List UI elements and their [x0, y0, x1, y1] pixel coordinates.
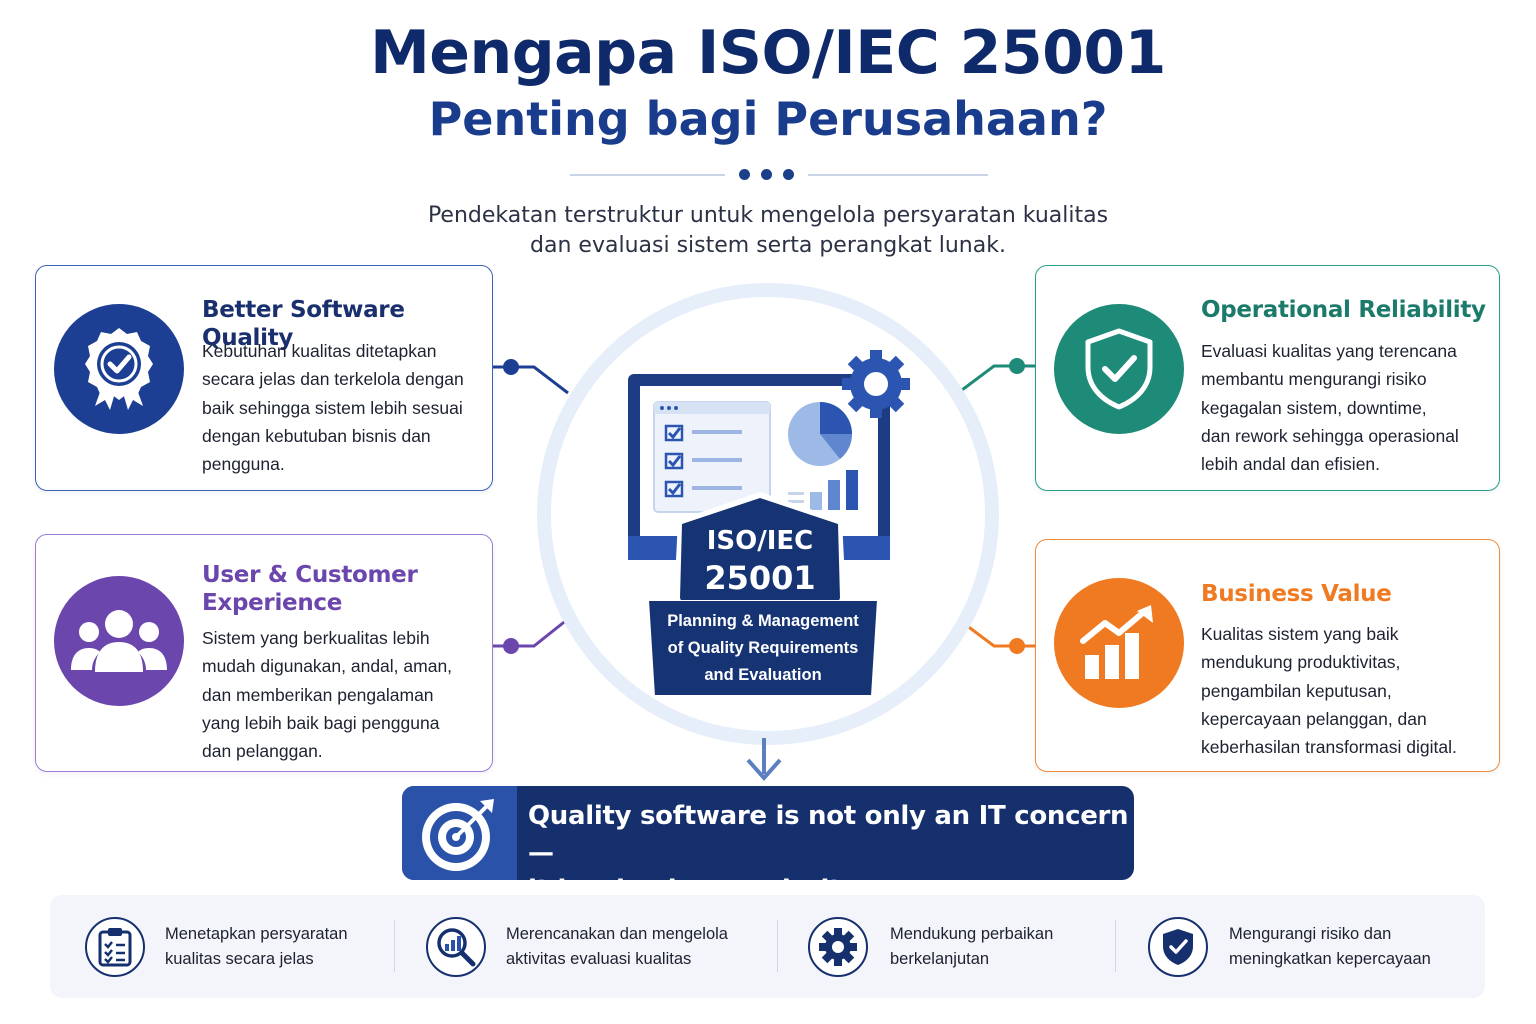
card-user-customer-experience: User & Customer Experience Sistem yang b…: [35, 534, 493, 772]
footer-item: Mendukung perbaikan berkelanjutan: [808, 895, 1108, 998]
target-arrow-icon: [422, 799, 494, 871]
footer-text: Merencanakan dan mengelola aktivitas eva…: [506, 925, 728, 968]
card-title: User & Customer Experience: [202, 562, 418, 616]
card-title: Business Value: [1201, 581, 1392, 607]
subtitle-line2: dan evaluasi sistem serta perangkat luna…: [530, 233, 1006, 258]
card-business-value: Business Value Kualitas sistem yang baik…: [1035, 539, 1500, 772]
page-title: Mengapa ISO/IEC 25001: [370, 18, 1166, 88]
clipboard-checklist-icon: [85, 917, 145, 977]
footer-separator: [777, 920, 778, 972]
footer-text: Menetapkan persyaratan kualitas secara j…: [165, 925, 348, 968]
badge-label: ISO/IEC 25001: [680, 524, 840, 598]
growth-chart-icon: [1054, 578, 1184, 708]
shield-check-icon: [1054, 304, 1184, 434]
footer-text: Mendukung perbaikan berkelanjutan: [890, 925, 1054, 968]
footer-item: Merencanakan dan mengelola aktivitas eva…: [426, 895, 786, 998]
card-body: Kebutuhan kualitas ditetapkan secara jel…: [202, 341, 464, 475]
footer-separator: [1115, 920, 1116, 972]
gear-icon: [808, 917, 868, 977]
award-ribbon-icon: [54, 304, 184, 434]
priority-banner: Quality software is not only an IT conce…: [402, 786, 1134, 880]
badge-ribbon: [648, 600, 878, 696]
footer-separator: [394, 920, 395, 972]
users-group-icon: [54, 576, 184, 706]
card-better-software-quality: Better Software Quality Kebutuhan kualit…: [35, 265, 493, 491]
badge-number: 25001: [704, 559, 816, 597]
page-title-line2: Penting bagi Perusahaan?: [428, 92, 1108, 146]
arrow-down-icon: [746, 738, 782, 782]
footer-item: Mengurangi risiko dan meningkatkan keper…: [1148, 895, 1478, 998]
subtitle: Pendekatan terstruktur untuk mengelola p…: [0, 201, 1536, 261]
shield-check-icon: [1148, 917, 1208, 977]
banner-text: Quality software is not only an IT conce…: [528, 801, 1129, 880]
card-operational-reliability: Operational Reliability Evaluasi kualita…: [1035, 265, 1500, 491]
card-body: Kualitas sistem yang baik mendukung prod…: [1201, 624, 1457, 758]
card-body: Evaluasi kualitas yang terencana membant…: [1201, 341, 1459, 475]
card-body: Sistem yang berkualitas lebih mudah digu…: [202, 628, 453, 762]
card-title: Better Software Quality: [202, 297, 405, 351]
footer-item: Menetapkan persyaratan kualitas secara j…: [85, 895, 395, 998]
footer-text: Mengurangi risiko dan meningkatkan keper…: [1229, 925, 1431, 968]
ribbon-text: Planning & Management of Quality Require…: [667, 612, 859, 684]
subtitle-line1: Pendekatan terstruktur untuk mengelola p…: [427, 203, 1109, 228]
footer-benefits: Menetapkan persyaratan kualitas secara j…: [50, 895, 1485, 998]
title-divider: [0, 169, 1536, 180]
magnifier-chart-icon: [426, 917, 486, 977]
badge-iso: ISO/IEC: [706, 526, 814, 556]
card-title: Operational Reliability: [1201, 297, 1486, 323]
